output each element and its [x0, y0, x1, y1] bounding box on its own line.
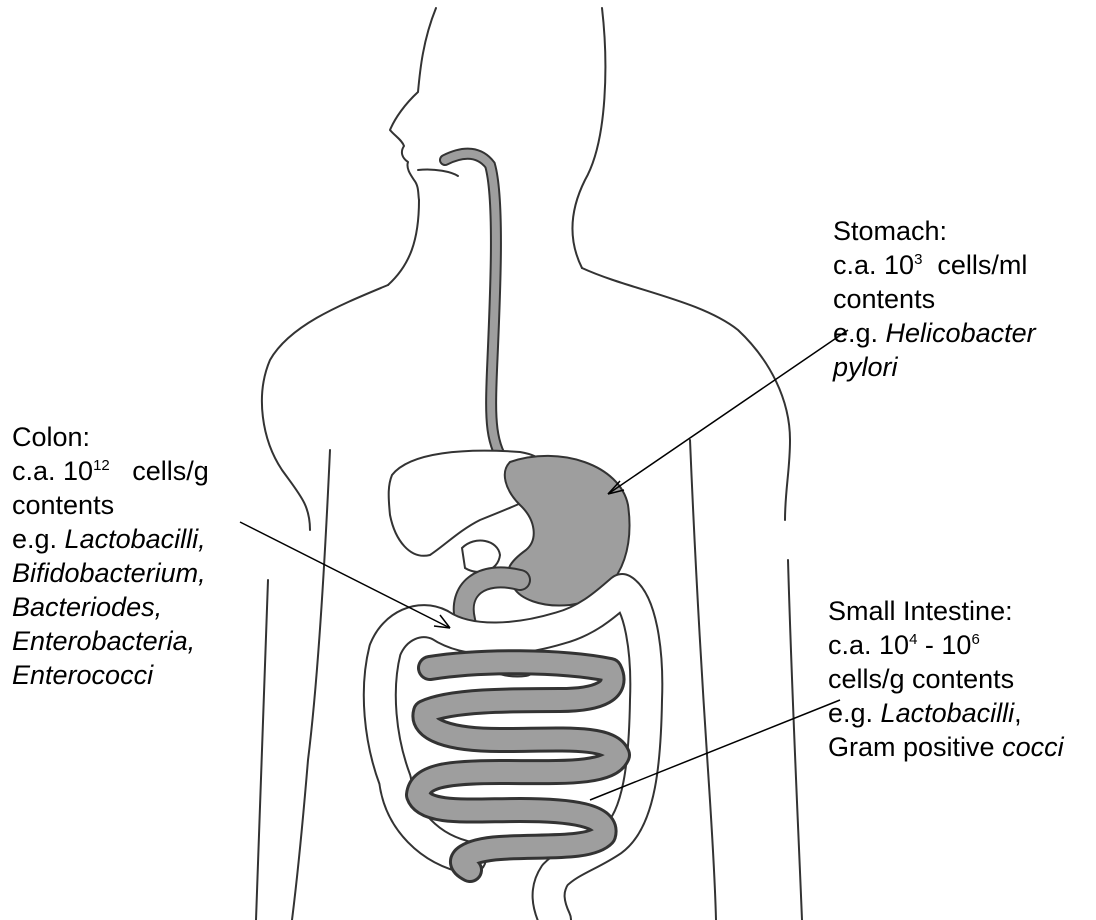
mouth-curve: [418, 169, 458, 176]
arm-left: [256, 580, 268, 920]
colon-example: e.g. Lactobacilli,: [12, 522, 209, 556]
colon-species-1: Bifidobacterium,: [12, 556, 209, 590]
colon-species-4: Enterococci: [12, 658, 209, 692]
neck-left: [388, 200, 419, 285]
esophagus: [445, 154, 508, 468]
colon-label: Colon: c.a. 1012 cells/g contents e.g. L…: [12, 420, 209, 692]
stomach-label: Stomach: c.a. 103 cells/ml contents e.g.…: [833, 214, 1036, 384]
small-intestine-count: c.a. 104 - 106: [828, 628, 1064, 662]
small-intestine-contents: cells/g contents: [828, 662, 1064, 696]
small-intestine-label: Small Intestine: c.a. 104 - 106 cells/g …: [828, 594, 1064, 764]
shoulder-left: [262, 285, 388, 530]
colon-title: Colon:: [12, 420, 209, 454]
arm-right: [788, 560, 802, 920]
stomach-pointer: [608, 330, 848, 494]
head-outline: [390, 8, 436, 200]
stomach-example: e.g. Helicobacter: [833, 316, 1036, 350]
colon-contents: contents: [12, 488, 209, 522]
small-intestine-title: Small Intestine:: [828, 594, 1064, 628]
stomach-title: Stomach:: [833, 214, 1036, 248]
stomach-contents: contents: [833, 282, 1036, 316]
colon-species-2: Bacteriodes,: [12, 590, 209, 624]
colon-count: c.a. 1012 cells/g: [12, 454, 209, 488]
stomach-species-cont: pylori: [833, 350, 1036, 384]
stomach-count: c.a. 103 cells/ml: [833, 248, 1036, 282]
torso-right: [690, 440, 716, 920]
small-intestine-example: e.g. Lactobacilli,: [828, 696, 1064, 730]
colon-species-3: Enterobacteria,: [12, 624, 209, 658]
torso-left: [292, 450, 330, 920]
small-intestine-gram: Gram positive cocci: [828, 730, 1064, 764]
head-back: [573, 8, 606, 268]
